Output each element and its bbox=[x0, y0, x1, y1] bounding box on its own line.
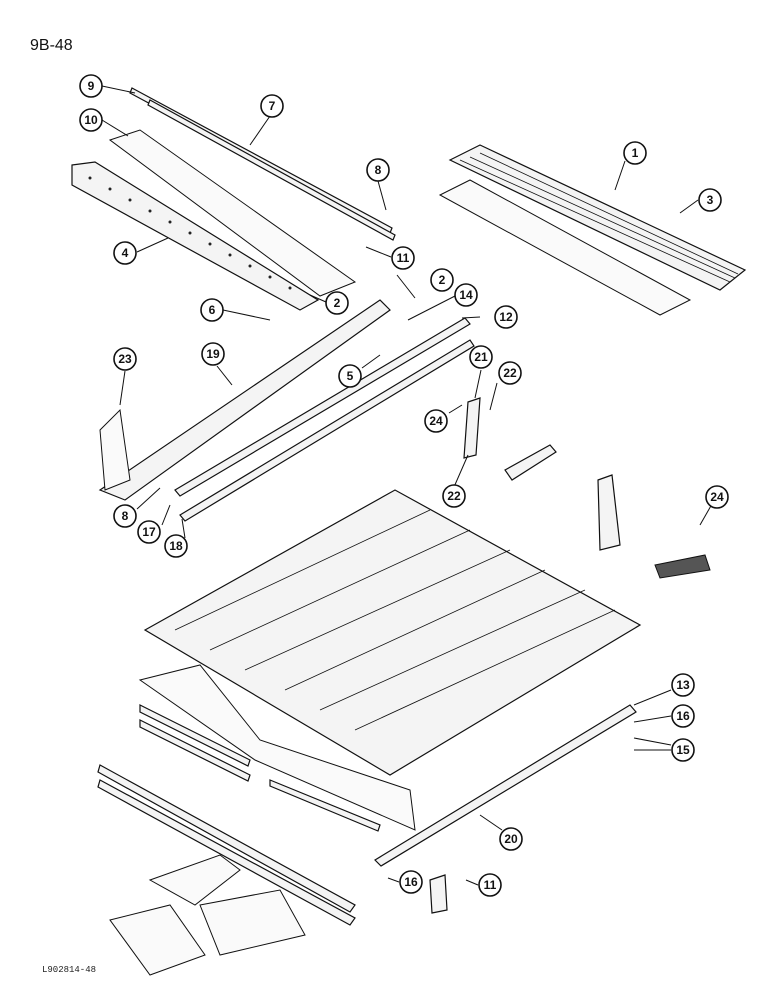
svg-text:24: 24 bbox=[429, 414, 443, 428]
callout-24: 24 bbox=[705, 485, 729, 509]
callout-17: 17 bbox=[137, 520, 161, 544]
callout-8: 8 bbox=[366, 158, 390, 182]
callout-18: 18 bbox=[164, 534, 188, 558]
callout-9: 9 bbox=[79, 74, 103, 98]
bottom-rail-a bbox=[97, 764, 356, 913]
svg-text:6: 6 bbox=[209, 303, 216, 317]
svg-text:17: 17 bbox=[142, 525, 156, 539]
svg-text:13: 13 bbox=[676, 678, 690, 692]
shield-a bbox=[148, 854, 241, 906]
svg-text:11: 11 bbox=[484, 878, 497, 892]
link-plate bbox=[504, 444, 557, 481]
svg-text:16: 16 bbox=[676, 709, 690, 723]
svg-text:14: 14 bbox=[459, 288, 473, 302]
tray-ribs bbox=[459, 152, 739, 283]
leader-lines bbox=[101, 85, 717, 886]
lower-strip-c bbox=[269, 779, 381, 832]
svg-text:10: 10 bbox=[84, 113, 98, 127]
callout-10: 10 bbox=[79, 108, 103, 132]
link-part-21 bbox=[463, 397, 481, 459]
callout-5: 5 bbox=[338, 364, 362, 388]
svg-text:8: 8 bbox=[122, 509, 129, 523]
plate-part-10 bbox=[108, 129, 357, 297]
svg-text:22: 22 bbox=[447, 489, 461, 503]
svg-text:4: 4 bbox=[122, 246, 129, 260]
lower-strip-a bbox=[139, 704, 251, 767]
callout-13: 13 bbox=[671, 673, 695, 697]
callout-14: 14 bbox=[454, 283, 478, 307]
parts-artwork bbox=[71, 87, 747, 976]
bottom-rail-b bbox=[97, 779, 356, 926]
svg-text:22: 22 bbox=[503, 366, 517, 380]
page-number: 9B-48 bbox=[30, 37, 73, 54]
tray-deflector bbox=[438, 179, 692, 316]
callout-20: 20 bbox=[499, 827, 523, 851]
svg-text:23: 23 bbox=[118, 352, 132, 366]
lower-plate bbox=[138, 664, 416, 831]
callout-22: 22 bbox=[498, 361, 522, 385]
small-bracket bbox=[429, 874, 448, 914]
callout-23: 23 bbox=[113, 347, 137, 371]
svg-text:1: 1 bbox=[632, 146, 639, 160]
svg-text:19: 19 bbox=[206, 347, 220, 361]
floor-frame bbox=[143, 489, 642, 776]
rail-part-19 bbox=[98, 299, 391, 501]
mount-bracket bbox=[654, 554, 711, 579]
callout-6: 6 bbox=[200, 298, 224, 322]
lower-strip-b bbox=[139, 719, 251, 782]
svg-text:9: 9 bbox=[88, 79, 95, 93]
callout-2: 2 bbox=[430, 268, 454, 292]
floor-crossmembers bbox=[174, 509, 616, 731]
callout-7: 7 bbox=[260, 94, 284, 118]
svg-text:20: 20 bbox=[504, 832, 518, 846]
channel-part-4 bbox=[71, 161, 320, 311]
strip-part-7 bbox=[147, 99, 396, 241]
callouts: 1 2 2 3 4 5 6 7 8 8 9 10 11 11 12 13 14 … bbox=[79, 74, 729, 897]
callout-8: 8 bbox=[113, 504, 137, 528]
callout-3: 3 bbox=[698, 188, 722, 212]
callout-16: 16 bbox=[399, 870, 423, 894]
svg-text:11: 11 bbox=[397, 251, 410, 265]
callout-15: 15 bbox=[671, 738, 695, 762]
rail-end-bracket bbox=[99, 408, 131, 491]
svg-text:3: 3 bbox=[707, 193, 714, 207]
callout-1: 1 bbox=[623, 141, 647, 165]
callout-11: 11 bbox=[478, 873, 502, 897]
svg-text:24: 24 bbox=[710, 490, 724, 504]
svg-text:16: 16 bbox=[404, 875, 418, 889]
svg-text:15: 15 bbox=[676, 743, 690, 757]
channel-holes bbox=[88, 176, 292, 290]
bar-part-20 bbox=[374, 704, 637, 867]
strap-part-18 bbox=[179, 339, 475, 522]
shield-b bbox=[109, 904, 206, 976]
figure-id: L902814-48 bbox=[42, 965, 96, 975]
svg-text:2: 2 bbox=[439, 273, 446, 287]
svg-text:8: 8 bbox=[375, 163, 382, 177]
lever-arm bbox=[597, 474, 621, 551]
callout-12: 12 bbox=[494, 305, 518, 329]
svg-text:18: 18 bbox=[169, 539, 183, 553]
svg-text:21: 21 bbox=[474, 350, 488, 364]
shield-c bbox=[199, 889, 306, 956]
strap-part-12 bbox=[174, 317, 471, 497]
callout-11: 11 bbox=[391, 246, 415, 270]
callout-24: 24 bbox=[424, 409, 448, 433]
callout-19: 19 bbox=[201, 342, 225, 366]
svg-text:12: 12 bbox=[499, 310, 513, 324]
callout-21: 21 bbox=[469, 345, 493, 369]
svg-text:5: 5 bbox=[347, 369, 354, 383]
callout-22: 22 bbox=[442, 484, 466, 508]
callout-16: 16 bbox=[671, 704, 695, 728]
callout-4: 4 bbox=[113, 241, 137, 265]
svg-text:7: 7 bbox=[269, 99, 276, 113]
callout-2: 2 bbox=[325, 291, 349, 315]
svg-text:2: 2 bbox=[334, 296, 341, 310]
